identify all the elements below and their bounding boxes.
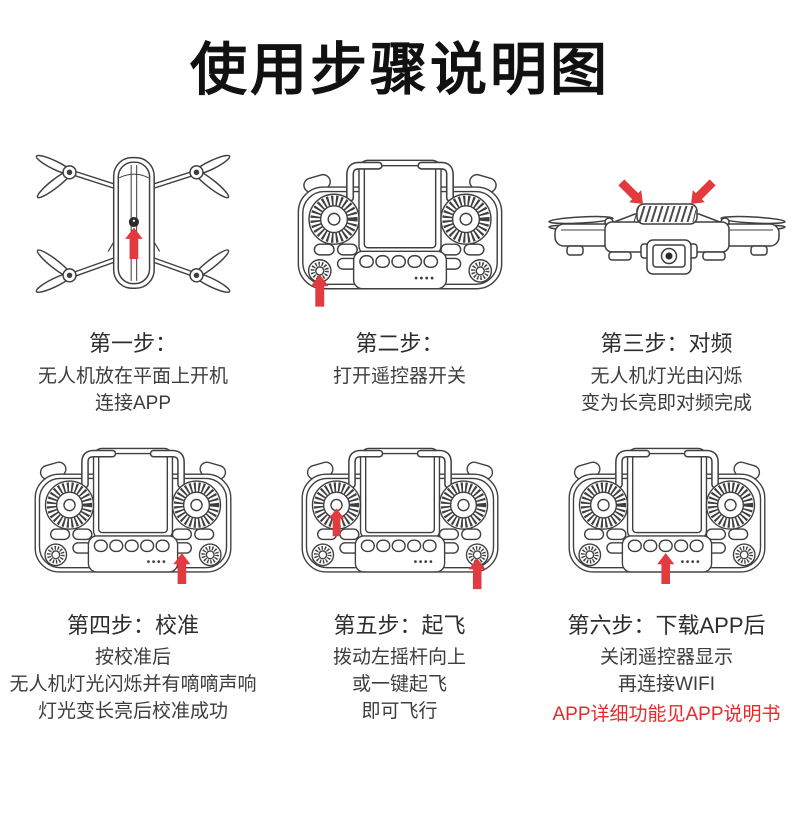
step-text-line: 连接APP <box>94 392 171 414</box>
step-title: 第六步：下载APP后 <box>567 612 766 638</box>
step-text-line: 再连接WIFI <box>617 674 716 696</box>
instruction-sheet: 使用步骤说明图 第一步： 无人机放在平面上开机 连接APP <box>0 24 800 824</box>
page-title: 使用步骤说明图 <box>190 38 610 102</box>
remote-controller-illustration <box>266 444 533 596</box>
step-text-line: 即可飞行 <box>361 701 438 723</box>
step-text-line: 变为长亮即对频完成 <box>580 392 752 414</box>
step-5-caption: 第五步：起飞 拨动左摇杆向上 或一键起飞 即可飞行 <box>333 612 466 727</box>
step-text-line: 无人机灯光由闪烁 <box>590 365 743 387</box>
step-text-line: 按校准后 <box>94 647 171 669</box>
drone-front-view-drawing <box>547 176 786 275</box>
step-4: 第四步：校准 按校准后 无人机灯光闪烁并有嘀嘀声响 灯光变长亮后校准成功 <box>0 444 266 730</box>
step-text-line: 或一键起飞 <box>351 674 447 696</box>
step-title: 第三步：对频 <box>600 331 733 356</box>
remote-controller-illustration <box>0 444 266 596</box>
step-title: 第一步： <box>88 331 177 356</box>
step-text-line: 无人机灯光闪烁并有嘀嘀声响 <box>9 674 257 696</box>
step-3: 第三步：对频 无人机灯光由闪烁 变为长亮即对频完成 <box>533 112 800 418</box>
drone-icon <box>35 152 232 295</box>
step-5: 第五步：起飞 拨动左摇杆向上 或一键起飞 即可飞行 <box>266 444 533 730</box>
app-manual-note: APP详细功能见APP说明书 <box>552 704 781 726</box>
step-title: 第五步：起飞 <box>333 612 466 638</box>
remote-controller-icon <box>302 448 498 572</box>
remote-controller-illustration <box>533 444 800 596</box>
step-3-caption: 第三步：对频 无人机灯光由闪烁 变为长亮即对频完成 <box>581 330 752 418</box>
step-2-caption: 第二步： 打开遥控器开关 <box>333 330 466 391</box>
remote-controller-icon <box>569 448 765 572</box>
step-title: 第四步：校准 <box>66 612 199 638</box>
step-6: 第六步：下载APP后 关闭遥控器显示 再连接WIFI APP详细功能见APP说明… <box>533 444 800 730</box>
remote-controller-drawing <box>293 144 507 307</box>
step-text-line: 关闭遥控器显示 <box>599 647 733 669</box>
remote-controller-icon <box>35 448 231 572</box>
drone-icon <box>547 203 786 275</box>
step-1-caption: 第一步： 无人机放在平面上开机 连接APP <box>38 330 228 418</box>
remote-controller-drawing <box>30 433 236 584</box>
drone-top-view-drawing <box>27 130 239 314</box>
step-text-line: 打开遥控器开关 <box>332 365 466 387</box>
step-1: 第一步： 无人机放在平面上开机 连接APP <box>0 112 266 418</box>
step-text-line: 灯光变长亮后校准成功 <box>37 701 228 723</box>
steps-grid: 第一步： 无人机放在平面上开机 连接APP 第二步： 打开遥控器开关 <box>0 112 800 729</box>
step-4-caption: 第四步：校准 按校准后 无人机灯光闪烁并有嘀嘀声响 灯光变长亮后校准成功 <box>9 612 256 727</box>
remote-controller-drawing <box>297 433 503 589</box>
remote-controller-illustration <box>266 112 533 314</box>
step-2: 第二步： 打开遥控器开关 <box>266 112 533 418</box>
drone-front-view-illustration <box>533 112 800 314</box>
remote-controller-icon <box>298 160 501 288</box>
drone-top-view-illustration <box>0 112 266 314</box>
step-text-line: 无人机放在平面上开机 <box>37 365 228 387</box>
step-6-caption: 第六步：下载APP后 关闭遥控器显示 再连接WIFI APP详细功能见APP说明… <box>552 612 780 730</box>
remote-controller-drawing <box>564 433 770 584</box>
step-text-line: 拨动左摇杆向上 <box>332 647 466 669</box>
step-title: 第二步： <box>355 331 444 356</box>
